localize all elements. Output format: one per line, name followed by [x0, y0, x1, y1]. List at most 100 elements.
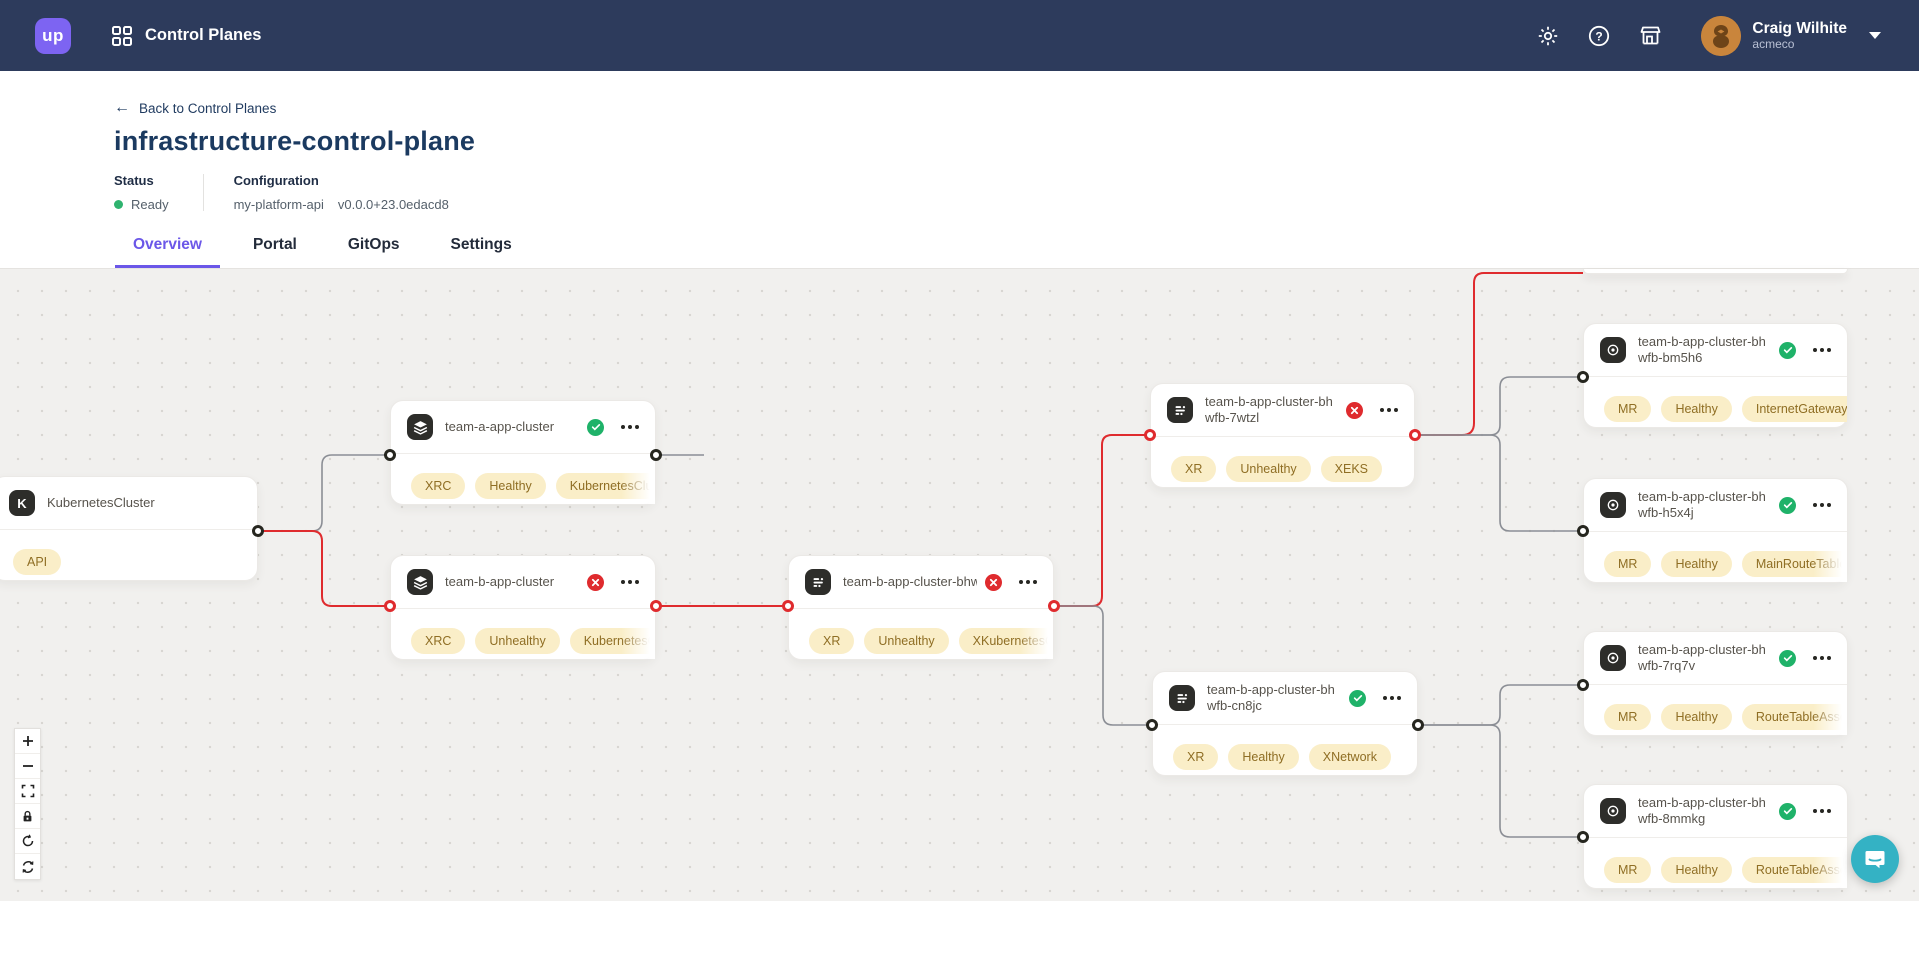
- node-team-b-app-cluster-bhwfb-h5x4j[interactable]: team-b-app-cluster-bhwfb-h5x4j MR Health…: [1583, 478, 1848, 583]
- node-team-b-app-cluster-bhwfb-cn8jc[interactable]: team-b-app-cluster-bhwfb-cn8jc XR Health…: [1152, 671, 1418, 776]
- connection-port[interactable]: [1577, 371, 1589, 383]
- node-team-b-app-cluster-bhwfb-8mmkg[interactable]: team-b-app-cluster-bhwfb-8mmkg MR Health…: [1583, 784, 1848, 889]
- node-menu-button[interactable]: [1375, 404, 1400, 416]
- upbound-logo[interactable]: up: [35, 17, 71, 54]
- lock-button[interactable]: [15, 804, 40, 829]
- edge-bhwfb-cn8jc: [1054, 605, 1152, 726]
- node-menu-button[interactable]: [1378, 692, 1403, 704]
- chat-bubble-icon: [1865, 851, 1885, 869]
- node-menu-button[interactable]: [616, 421, 641, 433]
- node-team-b-app-cluster-bhwfb[interactable]: team-b-app-cluster-bhwfb XR Unhealthy XK…: [788, 555, 1054, 660]
- connection-port[interactable]: [650, 449, 662, 461]
- composite-resource-icon: [805, 569, 831, 595]
- edge-cn8jc-8mmkg: [1418, 724, 1583, 838]
- tab-portal[interactable]: Portal: [252, 236, 297, 253]
- badge: MR: [1604, 550, 1652, 577]
- badge: MR: [1604, 395, 1652, 422]
- connection-port-error[interactable]: [384, 600, 396, 612]
- node-team-b-app-cluster[interactable]: team-b-app-cluster XRC Unhealthy Kuberne…: [390, 555, 656, 660]
- badge: Unhealthy: [475, 627, 560, 654]
- connection-port[interactable]: [384, 449, 396, 461]
- fit-view-button[interactable]: [15, 779, 40, 804]
- node-team-b-app-cluster-bhwfb-7rq7v[interactable]: team-b-app-cluster-bhwfb-7rq7v MR Health…: [1583, 631, 1848, 736]
- tab-settings[interactable]: Settings: [450, 236, 512, 253]
- node-label: team-b-app-cluster-bhwfb-8mmkg: [1638, 795, 1766, 826]
- node-menu-button[interactable]: [1808, 805, 1833, 817]
- node-menu-button[interactable]: [1014, 576, 1039, 588]
- node-label: team-b-app-cluster-bhwfb: [843, 574, 977, 589]
- edge-layer: [258, 272, 1583, 838]
- composite-resource-icon: [1169, 685, 1195, 711]
- zoom-out-button[interactable]: [15, 754, 40, 779]
- node-menu-button[interactable]: [1808, 344, 1833, 356]
- connection-port[interactable]: [1577, 525, 1589, 537]
- reset-view-button[interactable]: [15, 829, 40, 854]
- status-ready-dot: [114, 200, 123, 209]
- connection-port[interactable]: [1412, 719, 1424, 731]
- kubernetes-cluster-icon: K: [9, 490, 35, 516]
- chat-widget-button[interactable]: [1851, 835, 1899, 883]
- connection-port-error[interactable]: [782, 600, 794, 612]
- zoom-in-button[interactable]: [15, 729, 40, 754]
- managed-resource-icon: [1600, 492, 1626, 518]
- node-menu-button[interactable]: [616, 576, 641, 588]
- node-label: team-a-app-cluster: [445, 419, 555, 434]
- badge: KubernetesCluster: [555, 472, 655, 499]
- connection-port[interactable]: [252, 525, 264, 537]
- healthy-status-icon: [1779, 341, 1796, 359]
- healthy-status-icon: [1349, 689, 1366, 707]
- badge: MR: [1604, 703, 1652, 730]
- connection-port-error[interactable]: [1048, 600, 1060, 612]
- connection-port-error[interactable]: [650, 600, 662, 612]
- badge: MR: [1604, 856, 1652, 883]
- configuration-name: my-platform-api: [233, 197, 324, 212]
- node-team-b-app-cluster-bhwfb-bm5h6[interactable]: team-b-app-cluster-bhwfb-bm5h6 MR Health…: [1583, 323, 1848, 428]
- connection-port[interactable]: [1577, 679, 1589, 691]
- edge-7wtzl-bm5h6: [1415, 376, 1583, 436]
- badge: XRC: [411, 472, 466, 499]
- grid-icon[interactable]: [111, 25, 133, 47]
- node-team-a-app-cluster[interactable]: team-a-app-cluster XRC Healthy Kubernete…: [390, 400, 656, 505]
- edge-k8s-team-a: [258, 454, 390, 532]
- user-name: Craig Wilhite: [1752, 19, 1847, 37]
- settings-gear-icon[interactable]: [1535, 23, 1561, 49]
- connection-port[interactable]: [1577, 831, 1589, 843]
- resource-graph-canvas[interactable]: K KubernetesCluster API team-a-app-clust…: [0, 268, 1919, 901]
- back-link[interactable]: ← Back to Control Planes: [114, 100, 276, 116]
- node-team-b-app-cluster-bhwfb-7wtzl[interactable]: team-b-app-cluster-bhwfb-7wtzl XR Unheal…: [1150, 383, 1415, 488]
- badge: API: [13, 548, 62, 575]
- connection-port-error[interactable]: [1144, 429, 1156, 441]
- marketplace-icon[interactable]: [1637, 23, 1663, 49]
- healthy-status-icon: [1779, 649, 1796, 667]
- user-org: acmeco: [1752, 36, 1795, 51]
- claim-layers-icon: [407, 414, 433, 440]
- badge: Healthy: [1661, 550, 1732, 577]
- connection-port-error[interactable]: [1409, 429, 1421, 441]
- node-partial-top-right[interactable]: [1583, 269, 1848, 274]
- tab-overview[interactable]: Overview: [115, 236, 220, 268]
- healthy-status-icon: [1779, 802, 1796, 820]
- connection-port[interactable]: [1146, 719, 1158, 731]
- top-navbar: up Control Planes ?: [0, 0, 1919, 71]
- node-label: team-b-app-cluster-bhwfb-bm5h6: [1638, 334, 1766, 365]
- chevron-down-icon[interactable]: [1869, 32, 1881, 39]
- logo-text: up: [42, 25, 64, 45]
- back-label: Back to Control Planes: [139, 100, 277, 116]
- tab-gitops[interactable]: GitOps: [347, 236, 400, 253]
- help-icon[interactable]: ?: [1586, 23, 1612, 49]
- node-kubernetescluster[interactable]: K KubernetesCluster API: [0, 476, 258, 581]
- badge: Healthy: [1661, 395, 1732, 422]
- user-block[interactable]: Craig Wilhite acmeco: [1752, 20, 1847, 52]
- node-menu-button[interactable]: [1808, 652, 1833, 664]
- avatar[interactable]: [1701, 15, 1742, 56]
- composite-resource-icon: [1167, 397, 1193, 423]
- node-label: KubernetesCluster: [47, 495, 155, 510]
- back-arrow-icon: ←: [114, 99, 130, 116]
- badge: Unhealthy: [1226, 455, 1311, 482]
- node-menu-button[interactable]: [1808, 499, 1833, 511]
- refresh-button[interactable]: [15, 854, 40, 879]
- managed-resource-icon: [1600, 337, 1626, 363]
- node-label: team-b-app-cluster-bhwfb-h5x4j: [1638, 489, 1766, 520]
- unhealthy-status-icon: [985, 573, 1002, 591]
- tab-bar: Overview Portal GitOps Settings: [0, 236, 1919, 268]
